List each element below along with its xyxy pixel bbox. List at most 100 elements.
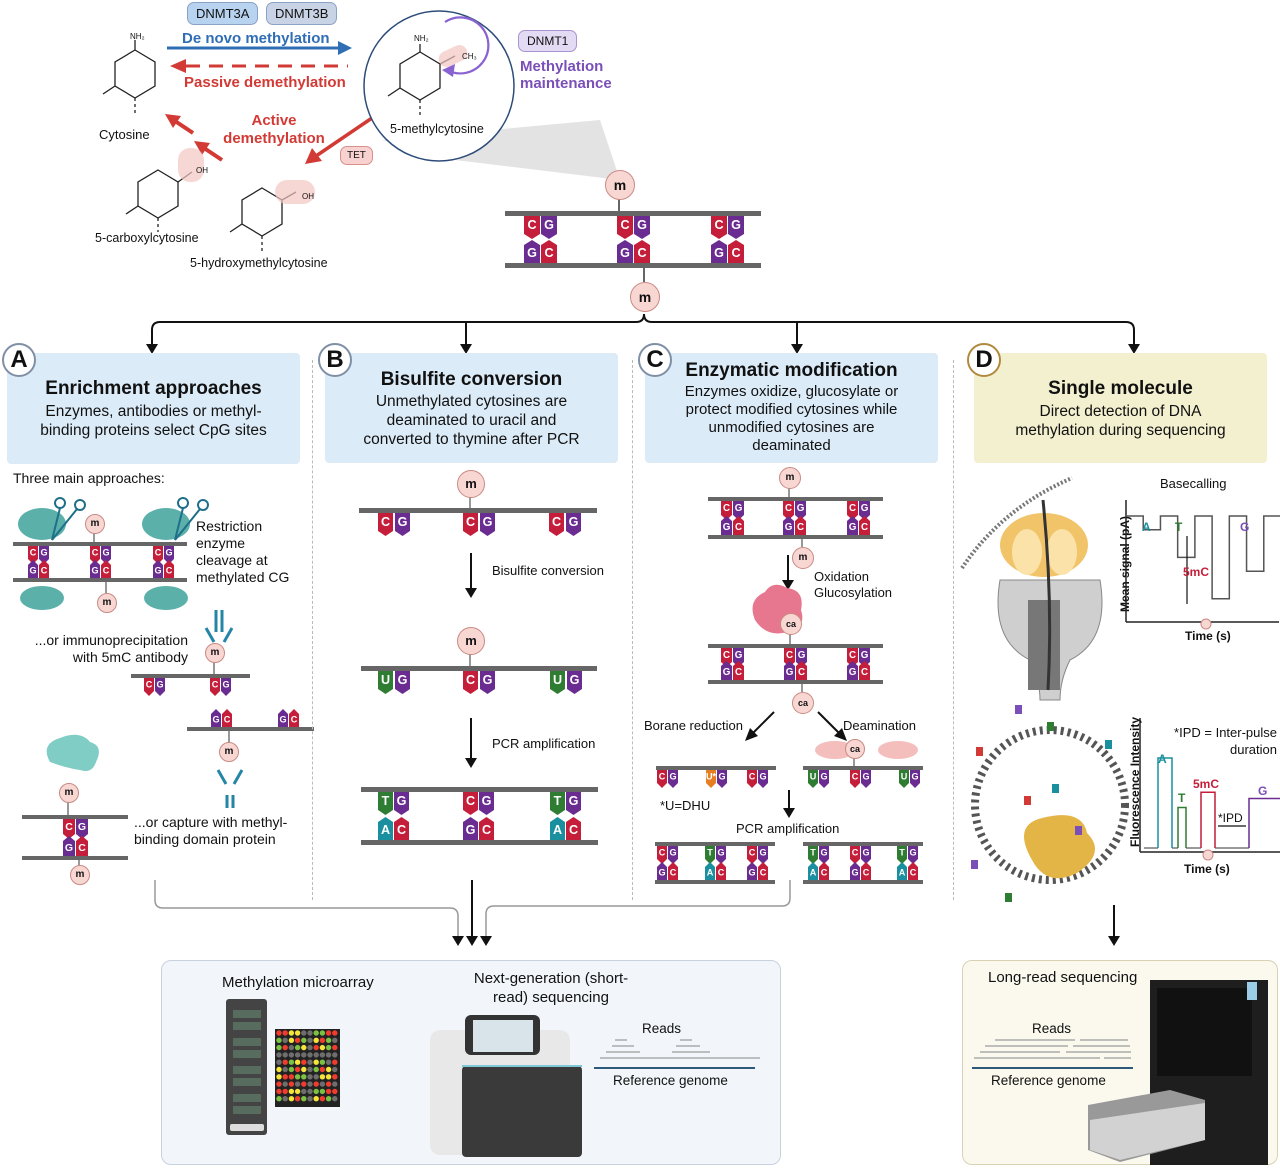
array-spot	[288, 1088, 295, 1095]
panel-d-title: Single molecule	[1048, 378, 1193, 399]
nh2-label: NH₂	[130, 32, 145, 41]
array-spot	[282, 1096, 288, 1102]
array-spot	[276, 1066, 282, 1073]
array-spot	[301, 1059, 307, 1065]
divider	[953, 360, 954, 900]
dhu-note: *U=DHU	[660, 798, 711, 813]
array-spot	[307, 1059, 313, 1065]
array-spot	[288, 1059, 295, 1065]
array-spot	[313, 1037, 319, 1044]
array-spot	[301, 1052, 307, 1058]
array-spot	[325, 1044, 332, 1051]
reads-label: Reads	[642, 1021, 682, 1036]
array-spot	[325, 1088, 332, 1095]
long-reads-label: Reads	[1032, 1021, 1072, 1036]
pulse-G	[1248, 797, 1280, 848]
divider	[312, 360, 313, 900]
bisulfite-step-label: Bisulfite conversion	[492, 563, 604, 578]
signal-trace	[1126, 515, 1280, 600]
array-spot	[332, 1088, 338, 1095]
array-spot	[319, 1059, 326, 1065]
array-spot	[325, 1081, 332, 1087]
methyl-binding-protein-icon	[46, 734, 99, 771]
array-spot	[319, 1037, 326, 1044]
smrt-ipd-label: *IPD	[1218, 811, 1243, 825]
carboxyl-mark: ca	[780, 613, 802, 635]
enzyme-dnmt3b: DNMT3B	[266, 2, 338, 25]
antibody-icon	[204, 610, 244, 808]
nucleotides-icon	[971, 705, 1112, 902]
cytosine-structure	[102, 40, 156, 115]
array-spot	[294, 1030, 301, 1036]
panel-a-title: Enrichment approaches	[45, 378, 262, 399]
array-spot	[319, 1088, 326, 1095]
array-spot	[325, 1066, 332, 1073]
array-spot	[282, 1052, 288, 1058]
panel-b-arrows	[465, 553, 477, 768]
methyl-mark: m	[779, 467, 801, 489]
array-spot	[276, 1030, 282, 1036]
panel-c-title: Enzymatic modification	[685, 360, 898, 381]
array-spot	[288, 1030, 295, 1036]
array-spot	[288, 1096, 295, 1102]
array-spot	[288, 1037, 295, 1044]
array-spot	[313, 1066, 319, 1073]
array-spot	[319, 1044, 326, 1051]
array-spot	[319, 1074, 326, 1080]
scissors-icon	[51, 497, 209, 541]
array-spot	[307, 1066, 313, 1073]
array-spot	[332, 1037, 338, 1044]
array-spot	[294, 1044, 301, 1051]
array-spot	[313, 1088, 319, 1095]
array-spot	[319, 1052, 326, 1058]
array-spot	[282, 1044, 288, 1051]
passive-demethylation-label: Passive demethylation	[184, 74, 346, 91]
array-spot	[307, 1044, 313, 1051]
converging-arrows	[154, 880, 791, 946]
array-spot	[319, 1096, 326, 1102]
array-spot	[332, 1081, 338, 1087]
pcr-amplification-label: PCR amplification	[736, 821, 840, 836]
array-spot	[325, 1074, 332, 1080]
array-spot	[301, 1088, 307, 1095]
panel-a-subtitle: Enzymes, antibodies or methyl-binding pr…	[40, 403, 267, 439]
array-spot	[307, 1037, 313, 1044]
oh-label: OH	[302, 192, 314, 201]
array-spot	[301, 1044, 307, 1051]
array-spot	[307, 1074, 313, 1080]
panel-a-letter: A	[2, 343, 36, 377]
array-spot	[307, 1096, 313, 1102]
pcr-step-label: PCR amplification	[492, 736, 596, 751]
methyl-mark: m	[457, 470, 485, 498]
panel-a-illustrations	[18, 497, 244, 808]
array-spot	[313, 1081, 319, 1087]
hydroxymethylcytosine-label: 5-hydroxymethylcytosine	[190, 256, 328, 270]
three-approaches-label: Three main approaches:	[13, 470, 165, 486]
long-read-label: Long-read sequencing	[988, 969, 1138, 986]
nanopore-base-5mc: 5mC	[1183, 565, 1210, 579]
array-spot	[294, 1081, 301, 1087]
array-spot	[294, 1096, 301, 1102]
de-novo-arrowhead	[338, 41, 352, 55]
tet-arrow	[315, 116, 373, 158]
array-spot	[325, 1052, 332, 1058]
divider	[632, 360, 633, 900]
array-spot	[313, 1030, 319, 1036]
panel-c-header	[645, 353, 938, 463]
nanopore-base-t: T	[1175, 520, 1183, 534]
panel-b-letter: B	[318, 343, 352, 377]
long-reads-icon	[974, 1039, 1131, 1059]
microarray-label: Methylation microarray	[222, 974, 374, 991]
array-spot	[301, 1030, 307, 1036]
pulse-5mC	[1200, 791, 1216, 848]
array-spot	[282, 1081, 288, 1087]
methyl-mark: m	[457, 627, 485, 655]
array-spot	[282, 1074, 288, 1080]
